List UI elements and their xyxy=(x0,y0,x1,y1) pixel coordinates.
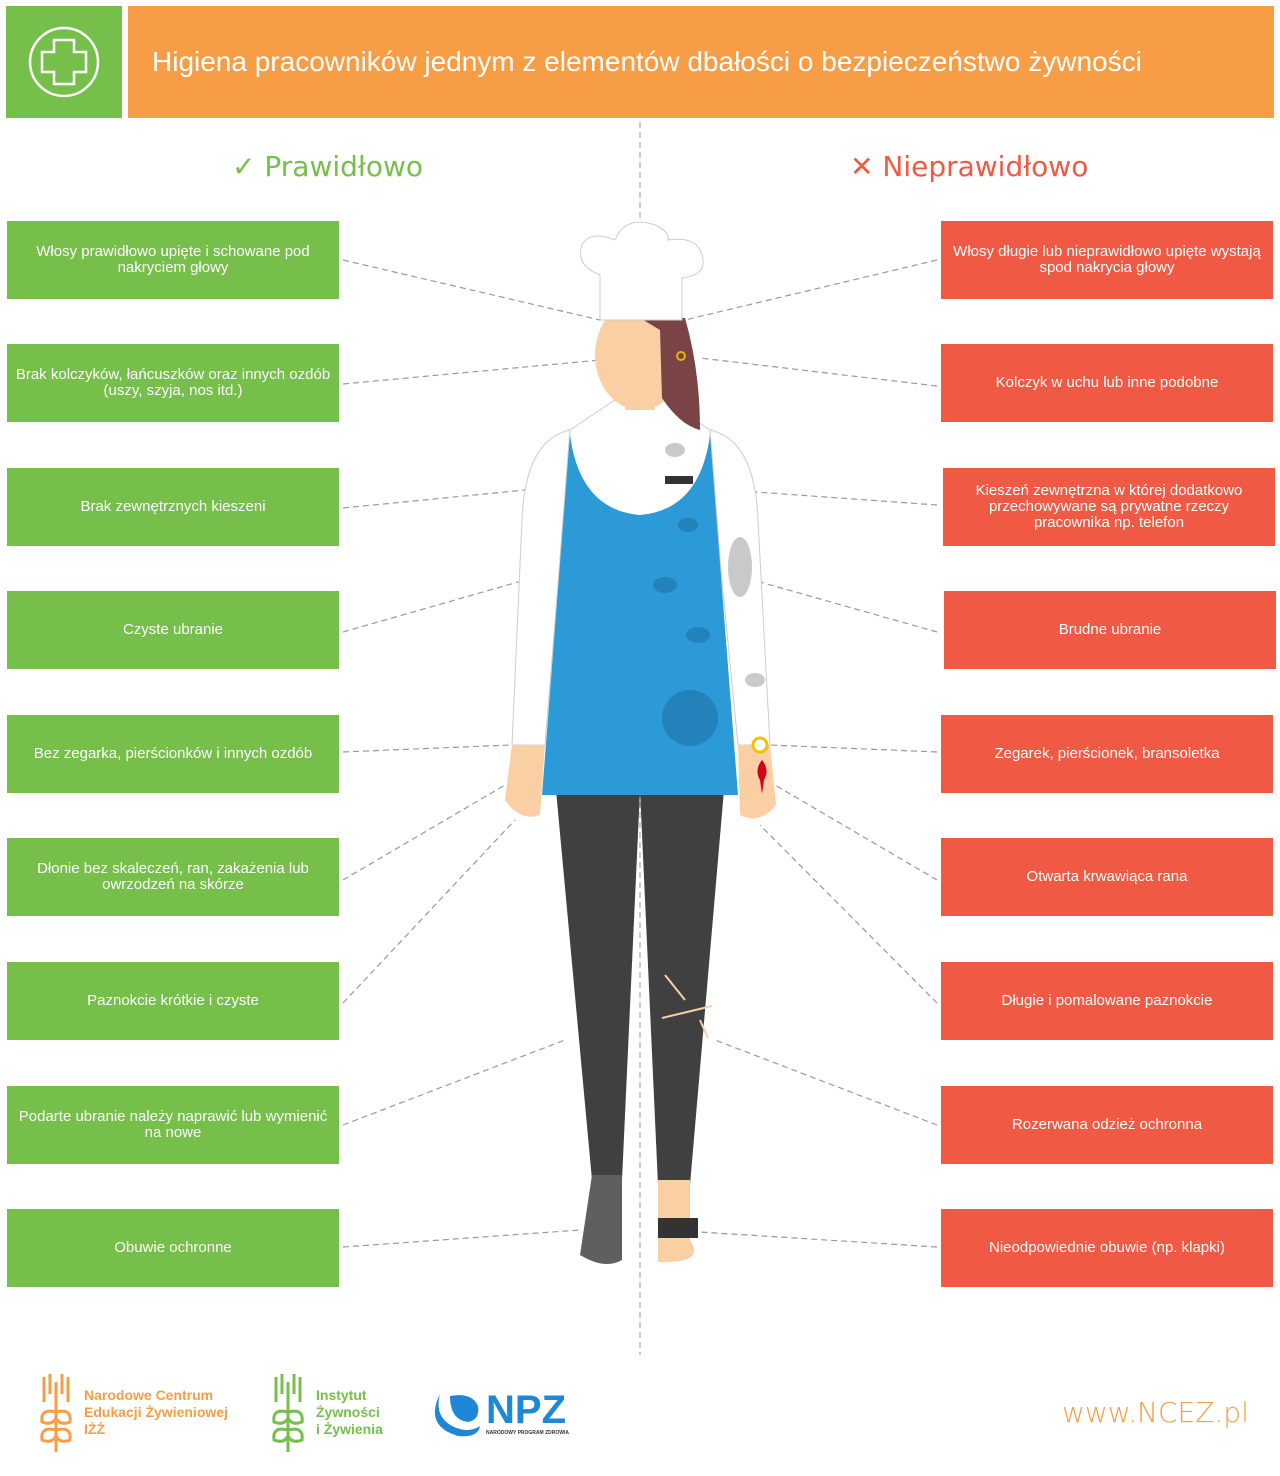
incorrect-heading: ✕ Nieprawidłowo xyxy=(850,150,1088,183)
correct-item: Bez zegarka, pierścionków i innych ozdób xyxy=(7,715,339,793)
left-hand xyxy=(505,745,545,817)
page-title: Higiena pracowników jednym z elementów d… xyxy=(128,6,1274,118)
logo2-line: i Żywienia xyxy=(316,1420,383,1437)
incorrect-item: Kolczyk w uchu lub inne podobne xyxy=(941,344,1273,422)
npz-sub: NARODOWY PROGRAM ZDROWIA xyxy=(486,1430,569,1436)
logo1-line: IŻŻ xyxy=(84,1420,105,1437)
cross-icon: ✕ xyxy=(850,150,874,183)
right-leg xyxy=(640,790,724,1185)
npz-drop-icon xyxy=(434,1394,480,1437)
incorrect-item: Długie i pomalowane paznokcie xyxy=(941,962,1273,1040)
logo1-line: Narodowe Centrum xyxy=(84,1386,214,1403)
wound-icon xyxy=(757,760,767,794)
medical-cross-icon xyxy=(28,26,100,98)
header-icon-tile xyxy=(6,6,122,118)
wheat-icon xyxy=(40,1374,72,1452)
logo2-line: Instytut xyxy=(316,1386,367,1403)
check-icon: ✓ xyxy=(232,150,256,183)
logo1-line: Edukacji Żywieniowej xyxy=(84,1403,228,1420)
incorrect-item: Kieszeń zewnętrzna w której dodatkowo pr… xyxy=(943,468,1275,546)
left-leg xyxy=(556,790,640,1180)
chef-hat xyxy=(580,221,704,321)
correct-item: Dłonie bez skaleczeń, ran, zakażenia lub… xyxy=(7,838,339,916)
incorrect-item: Zegarek, pierścionek, bransoletka xyxy=(941,715,1273,793)
right-hand xyxy=(738,745,776,819)
safety-shoe xyxy=(580,1175,622,1264)
correct-item: Włosy prawidłowo upięte i schowane pod n… xyxy=(7,221,339,299)
incorrect-label: Nieprawidłowo xyxy=(882,150,1089,183)
website-link[interactable]: www.NCEZ.pl xyxy=(1062,1396,1249,1429)
external-pocket xyxy=(665,476,693,484)
correct-item: Brak kolczyków, łańcuszków oraz innych o… xyxy=(7,344,339,422)
connector-lines xyxy=(342,259,938,1248)
incorrect-item: Rozerwana odzież ochronna xyxy=(941,1086,1273,1164)
correct-item: Brak zewnętrznych kieszeni xyxy=(7,468,339,546)
torn-fabric xyxy=(661,974,713,1039)
correct-heading: ✓ Prawidłowo xyxy=(232,150,423,183)
correct-item: Podarte ubranie należy naprawić lub wymi… xyxy=(7,1086,339,1164)
logo2-line: Żywności xyxy=(316,1403,380,1420)
incorrect-item: Otwarta krwawiąca rana xyxy=(941,838,1273,916)
correct-label: Prawidłowo xyxy=(264,150,424,183)
correct-item: Czyste ubranie xyxy=(7,591,339,669)
npz-name: NPZ xyxy=(486,1388,566,1432)
watch-icon xyxy=(751,736,769,754)
incorrect-item: Nieodpowiednie obuwie (np. klapki) xyxy=(941,1209,1273,1287)
dirt-stains xyxy=(653,518,718,746)
correct-item: Obuwie ochronne xyxy=(7,1209,339,1287)
slipper-strap xyxy=(658,1218,698,1238)
long-hair xyxy=(640,318,700,430)
wheat-icon xyxy=(272,1374,304,1452)
incorrect-item: Włosy długie lub nieprawidłowo upięte wy… xyxy=(941,221,1273,299)
earring-icon xyxy=(676,351,686,361)
incorrect-item: Brudne ubranie xyxy=(944,591,1276,669)
correct-item: Paznokcie krótkie i czyste xyxy=(7,962,339,1040)
